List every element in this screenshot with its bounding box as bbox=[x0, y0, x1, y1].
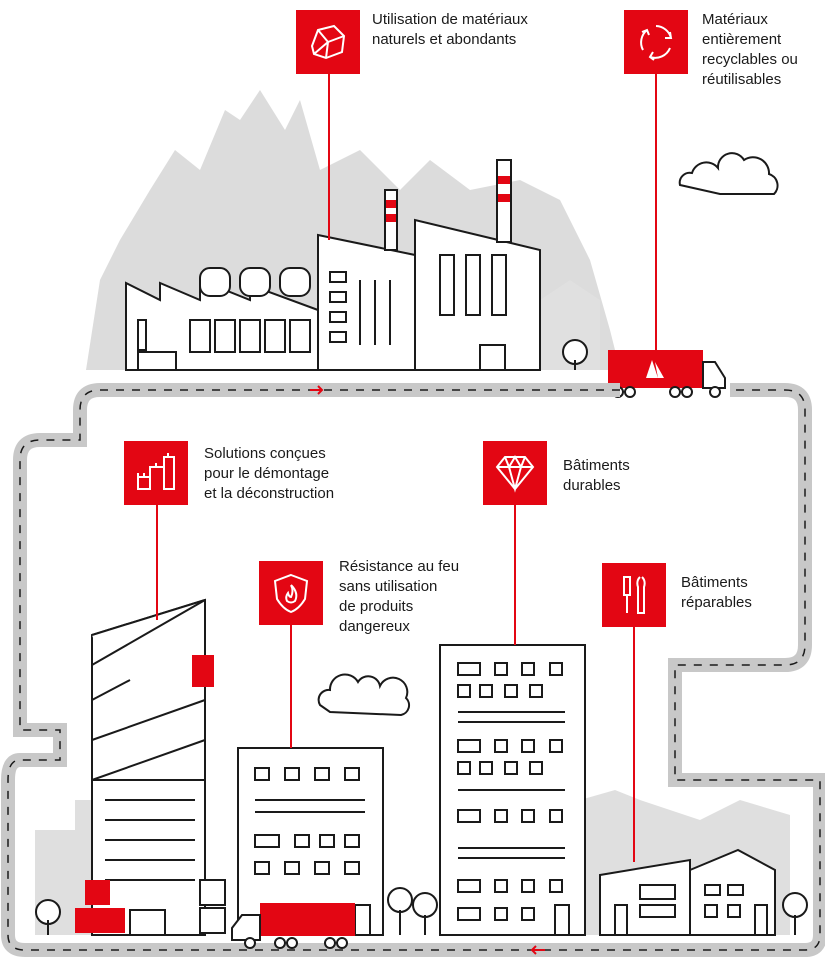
truck-bottom bbox=[231, 903, 355, 949]
callout-label-natural: Utilisation de matériaux naturels et abo… bbox=[372, 11, 528, 48]
callout-label-durable: Bâtiments durables bbox=[563, 457, 630, 494]
tree-icon bbox=[35, 887, 808, 935]
callout-label-repair: Bâtiments réparables bbox=[681, 574, 752, 611]
road-dashes bbox=[7, 389, 821, 951]
truck-top bbox=[608, 350, 726, 398]
callout-label-recyclable: Matériaux entièrement recyclables ou réu… bbox=[702, 11, 798, 88]
fire-shield-icon bbox=[259, 561, 323, 625]
crane-load-box bbox=[192, 655, 214, 687]
recycle-arrows-icon bbox=[624, 10, 688, 74]
diamond-icon bbox=[483, 441, 547, 505]
arrow-left-icon bbox=[530, 945, 545, 955]
stone-icon bbox=[296, 10, 360, 74]
tall-building bbox=[439, 644, 586, 936]
tree-icon bbox=[562, 339, 588, 370]
houses bbox=[599, 848, 776, 936]
callout-label-fire: Résistance au feu sans utilisation de pr… bbox=[339, 558, 460, 635]
cloud-icon bbox=[678, 152, 779, 195]
cloud-icon bbox=[317, 673, 411, 717]
callout-label-dismantle: Solutions conçues pour le démontage et l… bbox=[204, 445, 335, 502]
construction-building bbox=[91, 598, 206, 936]
arrow-right-icon bbox=[310, 385, 324, 395]
factory bbox=[125, 159, 541, 371]
tools-icon bbox=[602, 563, 666, 627]
building-blocks-icon bbox=[124, 441, 188, 505]
stacked-crates bbox=[75, 879, 226, 934]
